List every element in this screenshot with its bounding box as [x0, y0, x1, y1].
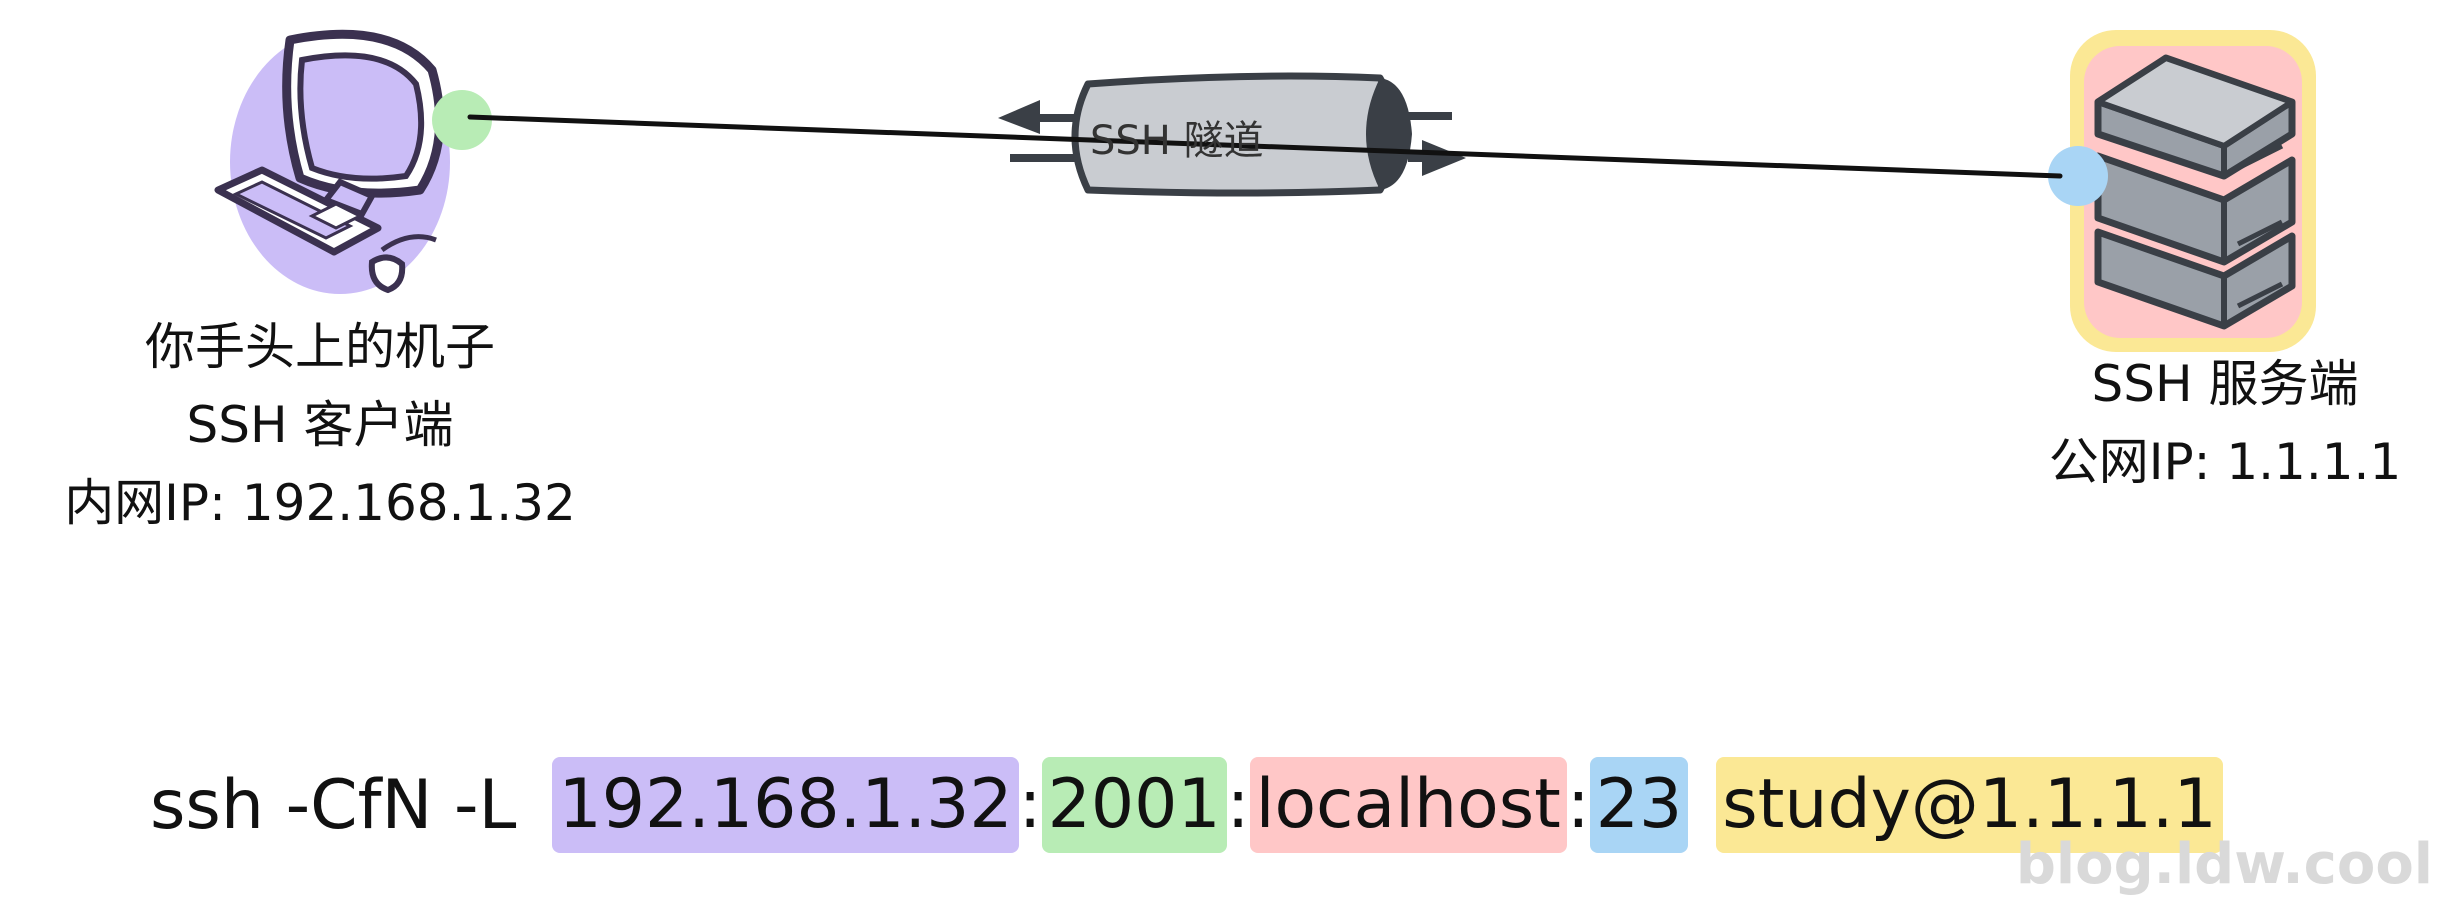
dest-port-segment: 23: [1589, 757, 1689, 853]
bind-ip-segment: 192.168.1.32: [552, 757, 1019, 853]
client-labels: 你手头上的机子 SSH 客户端 内网IP: 192.168.1.32: [0, 308, 640, 542]
desktop-computer-icon: [214, 29, 450, 294]
client-role-label: SSH 客户端: [186, 396, 454, 454]
ssh-command: ssh -CfN -L 192.168.1.32 : 2001 : localh…: [150, 757, 2223, 853]
server-ip-label: 公网IP: 1.1.1.1: [2048, 433, 2402, 491]
server-labels: SSH 服务端 公网IP: 1.1.1.1: [1990, 345, 2451, 501]
command-prefix: ssh -CfN -L: [150, 765, 517, 845]
separator: :: [1226, 765, 1250, 844]
client-machine-label: 你手头上的机子: [145, 318, 495, 376]
connection-line: [467, 114, 2063, 179]
server-role-label: SSH 服务端: [2091, 355, 2359, 413]
server-port-dot: [2048, 146, 2108, 206]
client-port-dot: [432, 90, 492, 150]
tunnel-label: SSH 隧道: [1090, 118, 1264, 164]
login-segment: study@1.1.1.1: [1716, 757, 2223, 853]
separator: :: [1566, 765, 1590, 844]
server-rack-icon: [2070, 30, 2316, 352]
client-ip-label: 内网IP: 192.168.1.32: [64, 474, 576, 532]
watermark: blog.ldw.cool: [2015, 832, 2433, 897]
dest-host-segment: localhost: [1249, 757, 1567, 853]
separator: :: [1018, 765, 1042, 844]
local-port-segment: 2001: [1041, 757, 1227, 853]
pipe-tunnel-icon: [998, 72, 1466, 197]
